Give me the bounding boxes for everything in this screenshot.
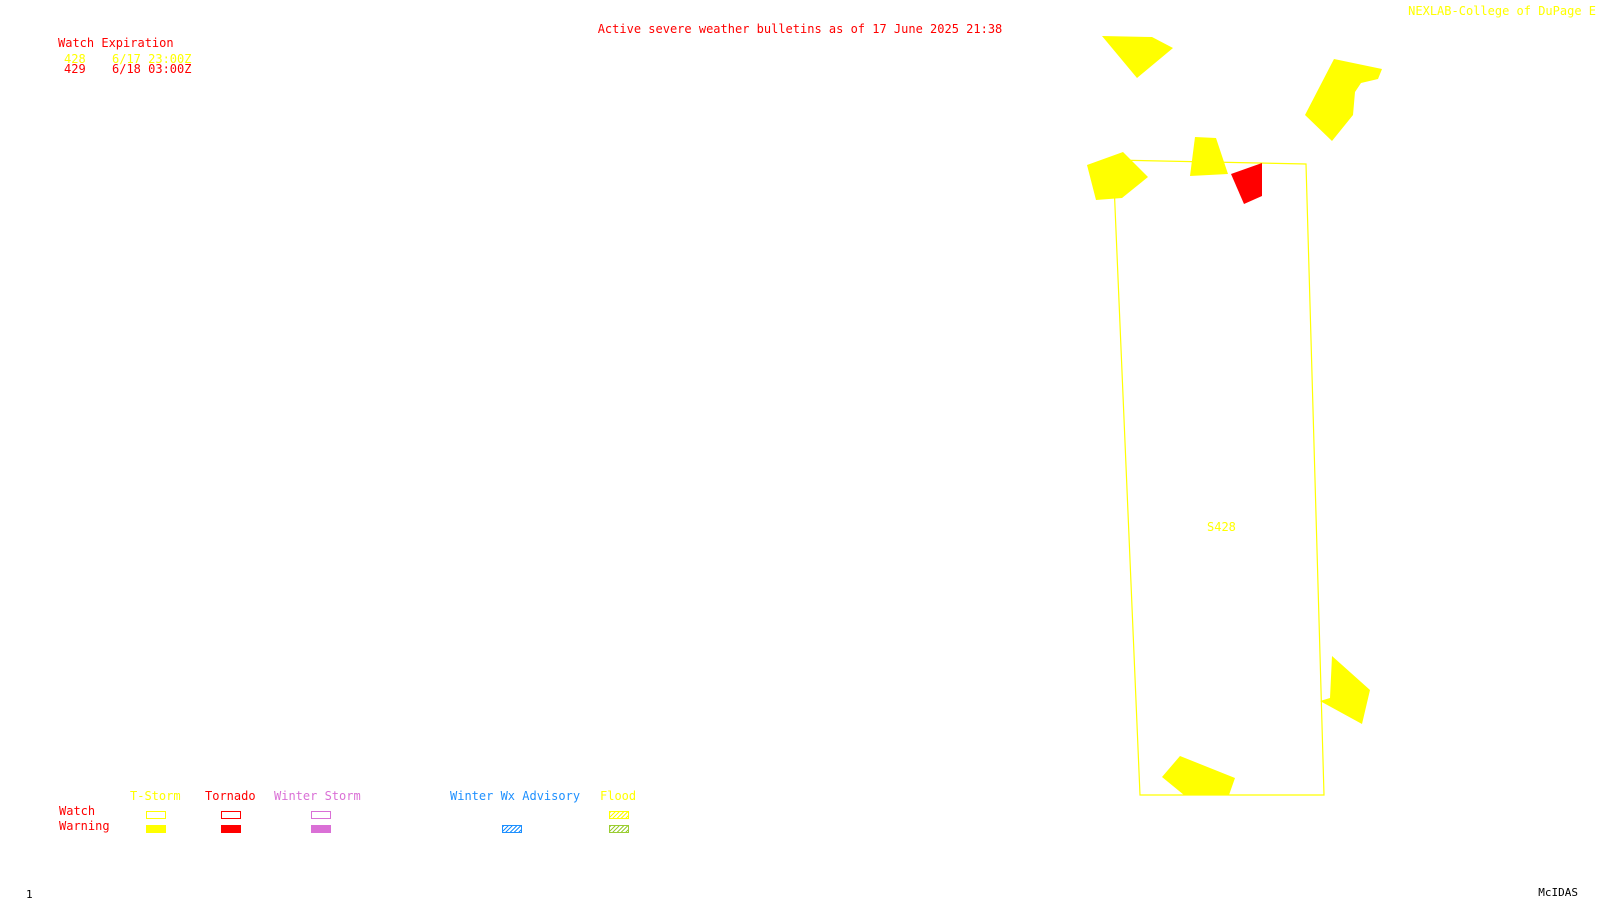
frame-number: 1	[26, 888, 33, 901]
tornado-warning-swatch	[221, 825, 241, 833]
watch-expiration-time: 6/18 03:00Z	[112, 62, 192, 76]
tstorm-warning-swatch	[146, 825, 166, 833]
tstorm-warning-polygon	[1320, 656, 1370, 724]
winter-wx-advisory-swatch	[502, 825, 522, 833]
page-title: Active severe weather bulletins as of 17…	[597, 22, 1003, 36]
winter-storm-warning-swatch	[311, 825, 331, 833]
software-label: McIDAS	[1538, 886, 1578, 899]
watch-expiration-time: 6/17 23:00Z	[112, 52, 192, 66]
tstorm-watch-swatch	[146, 811, 166, 819]
watch-expiration-row: 429 6/18 03:00Z	[64, 62, 191, 76]
tornado-watch-swatch	[221, 811, 241, 819]
watch-id: 428	[64, 52, 86, 66]
watch-id: 429	[64, 62, 86, 76]
flood-warning-swatch	[609, 825, 629, 833]
tornado-warning-polygon	[1231, 163, 1262, 204]
legend-category-tstorm: T-Storm	[130, 789, 181, 803]
tstorm-warning-polygon	[1102, 36, 1173, 78]
legend-row-warning: Warning	[59, 819, 110, 833]
watch-box-428	[1112, 159, 1325, 796]
legend-category-winter-storm: Winter Storm	[274, 789, 361, 803]
tstorm-warning-polygon	[1087, 152, 1148, 200]
credit-text: NEXLAB-College of DuPage E	[1408, 4, 1596, 18]
winter-storm-watch-swatch	[311, 811, 331, 819]
legend-category-winter-wx-advisory: Winter Wx Advisory	[450, 789, 581, 803]
legend-row-watch: Watch	[59, 804, 96, 818]
flood-watch-swatch	[609, 811, 629, 819]
tstorm-warning-polygon	[1162, 756, 1235, 795]
watch-expiration-heading: Watch Expiration	[58, 36, 174, 50]
legend-category-flood: Flood	[600, 789, 637, 803]
watch-expiration-row: 428 6/17 23:00Z	[64, 52, 191, 66]
tstorm-warning-polygon	[1190, 137, 1228, 176]
watch-box-label: S428	[1207, 520, 1236, 534]
tstorm-warning-polygon	[1305, 59, 1382, 141]
legend-category-tornado: Tornado	[205, 789, 256, 803]
